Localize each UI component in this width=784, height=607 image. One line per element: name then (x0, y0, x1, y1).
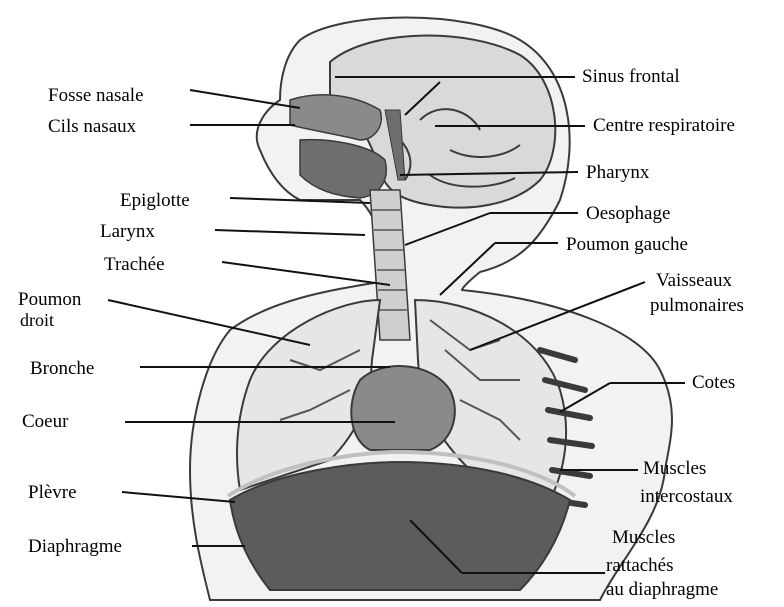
label-poumon-droit-line2: droit (20, 310, 54, 330)
label-diaphragme: Diaphragme (28, 537, 122, 557)
label-muscles-rattaches-line1: Muscles (612, 528, 675, 548)
diaphragm (230, 462, 570, 590)
leader-trachee (222, 262, 390, 285)
label-sinus-frontal: Sinus frontal (582, 67, 680, 87)
label-cotes: Cotes (692, 373, 735, 393)
label-poumon-droit-line1: Poumon (18, 290, 81, 310)
label-vaisseaux-line1: Vaisseaux (656, 271, 732, 291)
label-plevre: Plèvre (28, 483, 77, 503)
label-muscles-intercostaux-line1: Muscles (643, 459, 706, 479)
label-coeur: Coeur (22, 412, 68, 432)
label-larynx: Larynx (100, 222, 155, 242)
label-muscles-rattaches-line3: au diaphragme (606, 580, 718, 600)
label-muscles-intercostaux-line2: intercostaux (640, 487, 733, 507)
label-muscles-rattaches-line2: rattachés (606, 556, 674, 576)
label-oesophage: Oesophage (586, 204, 670, 224)
label-fosse-nasale: Fosse nasale (48, 86, 144, 106)
label-centre-respiratoire: Centre respiratoire (593, 116, 735, 136)
label-poumon-gauche: Poumon gauche (566, 235, 688, 255)
leader-larynx (215, 230, 365, 235)
label-epiglotte: Epiglotte (120, 191, 190, 211)
label-bronche: Bronche (30, 359, 94, 379)
label-pharynx: Pharynx (586, 163, 649, 183)
label-cils-nasaux: Cils nasaux (48, 117, 136, 137)
label-trachee: Trachée (104, 255, 165, 275)
label-vaisseaux-line2: pulmonaires (650, 296, 744, 316)
heart (351, 366, 455, 450)
